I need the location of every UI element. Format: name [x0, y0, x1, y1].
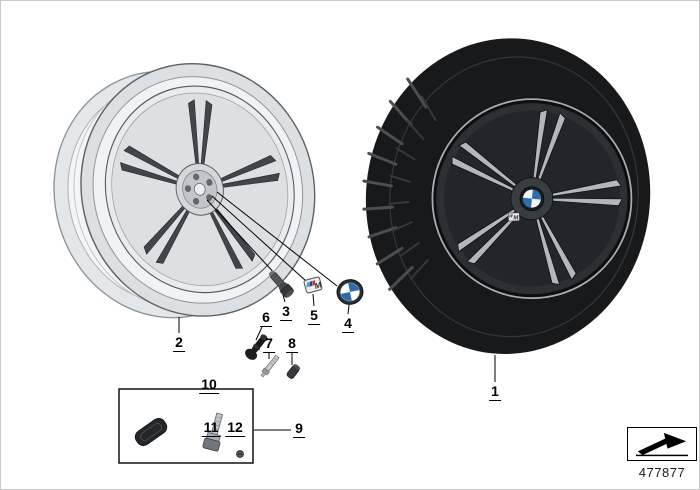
rubber-valve-drawing	[245, 334, 268, 360]
diagram-part-number: 477877	[638, 465, 686, 480]
tpms-screw-drawing	[236, 450, 244, 458]
callout-10[interactable]: 10	[199, 376, 219, 394]
callout-1[interactable]: 1	[489, 383, 501, 401]
callout-8[interactable]: 8	[286, 335, 298, 353]
callout-6[interactable]: 6	[260, 309, 272, 327]
alloy-wheel-drawing	[53, 62, 316, 319]
m-badge-icon: M	[507, 212, 520, 222]
rim-face: M	[430, 97, 633, 300]
tire-tread	[362, 77, 437, 291]
next-page-button[interactable]	[627, 427, 697, 461]
valve-insert-drawing	[260, 354, 280, 378]
m-letter: M	[314, 280, 323, 291]
bmw-roundel-icon	[519, 186, 545, 211]
hub-bolt-holes	[184, 173, 213, 205]
tpms-kit-box	[118, 388, 254, 464]
callout-5[interactable]: 5	[308, 307, 320, 325]
callout-3[interactable]: 3	[280, 303, 292, 321]
hub-cap-drawing	[336, 279, 364, 305]
page-turn-arrow-icon	[636, 432, 688, 457]
tire-wheel-drawing: M	[362, 38, 651, 354]
m-letter: M	[513, 215, 519, 221]
callout-7[interactable]: 7	[263, 335, 275, 353]
callout-4[interactable]: 4	[342, 315, 354, 333]
tpms-strap-drawing	[134, 418, 168, 446]
valve-cap-drawing	[286, 364, 301, 379]
m-emblem-drawing: M	[303, 276, 323, 294]
callout-2[interactable]: 2	[173, 334, 185, 352]
alloy-wheel-face	[104, 85, 295, 294]
callout-9[interactable]: 9	[293, 420, 305, 438]
callout-11[interactable]: 11	[201, 419, 221, 437]
wheel-bolt-drawing	[268, 270, 294, 298]
callout-12[interactable]: 12	[225, 419, 245, 437]
